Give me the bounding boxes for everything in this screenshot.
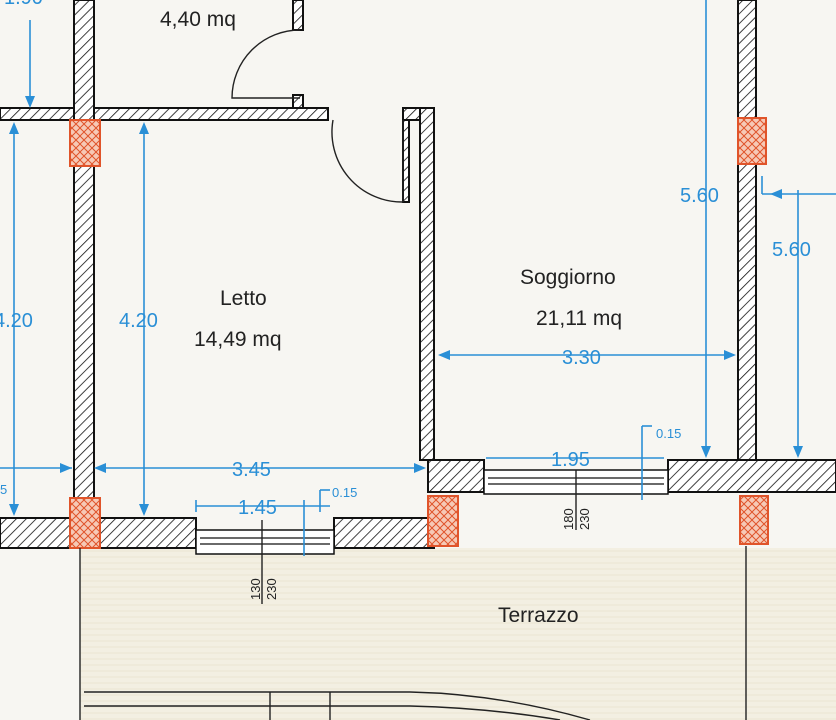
dim-left-edge-small-label: 5 (0, 482, 7, 497)
bath-area-label: 4,40 mq (160, 8, 236, 31)
dim-window-letto-label: 1.45 (238, 497, 277, 519)
dim-window-letto (195, 489, 330, 556)
wall-letto-jamb-down (402, 119, 410, 203)
wall-bath-right (292, 0, 304, 31)
column-bottom-right (739, 495, 769, 545)
letto-name: Letto (220, 287, 267, 310)
dim-right-height (761, 176, 836, 458)
dim-letto-width (0, 463, 426, 473)
terrace-stair (84, 691, 591, 720)
column-bottom-mid (427, 495, 459, 547)
wall-soggiorno-bottom-b (667, 459, 836, 493)
dim-soggiorno-height (701, 0, 711, 458)
dim-letto-height-label: 4.20 (119, 310, 158, 332)
wall-letto-left (73, 0, 95, 549)
sill-soggiorno-height-label: 230 (577, 508, 592, 530)
soggiorno-name: Soggiorno (520, 266, 616, 289)
wall-letto-jamb (402, 107, 421, 121)
wall-right (737, 0, 757, 461)
terrazzo-name: Terrazzo (498, 604, 579, 627)
soggiorno-area: 21,11 mq (536, 307, 622, 330)
door-letto-swing (331, 119, 404, 203)
window-letto (195, 529, 335, 555)
wall-letto-bottom-right (333, 517, 435, 549)
wall-soggiorno-bottom-a (427, 459, 485, 493)
wall-top-letto (93, 107, 329, 121)
dim-window-soggiorno-offset-label: 0.15 (656, 426, 681, 441)
dim-top-left (25, 20, 35, 108)
wall-bath-jamb (292, 94, 304, 109)
column-top-right (737, 117, 767, 165)
wall-letto-right (419, 107, 435, 461)
sill-letto-height-label: 230 (264, 578, 279, 600)
dim-top-left-label: 1.90 (4, 0, 43, 9)
dim-soggiorno-height-label: 5.60 (680, 185, 719, 207)
dim-window-soggiorno (486, 425, 664, 500)
dim-letto-height (139, 122, 149, 516)
dim-left-edge-label: 4.20 (0, 310, 33, 332)
column-top-left (69, 119, 101, 167)
dim-soggiorno-width (438, 350, 736, 360)
dim-window-letto-offset-label: 0.15 (332, 485, 357, 500)
dim-soggiorno-width-label: 3.30 (562, 347, 601, 369)
sill-soggiorno-label: 180 (561, 508, 576, 530)
column-bottom-left (69, 497, 101, 549)
letto-area: 14,49 mq (194, 328, 282, 351)
dim-right-height-label: 5.60 (772, 239, 811, 261)
dim-letto-width-label: 3.45 (232, 459, 271, 481)
sill-letto-label: 130 (248, 578, 263, 600)
dim-left-edge (9, 122, 19, 516)
door-bath-swing (231, 29, 301, 99)
dim-window-soggiorno-label: 1.95 (551, 449, 590, 471)
wall-top-left (0, 107, 75, 121)
